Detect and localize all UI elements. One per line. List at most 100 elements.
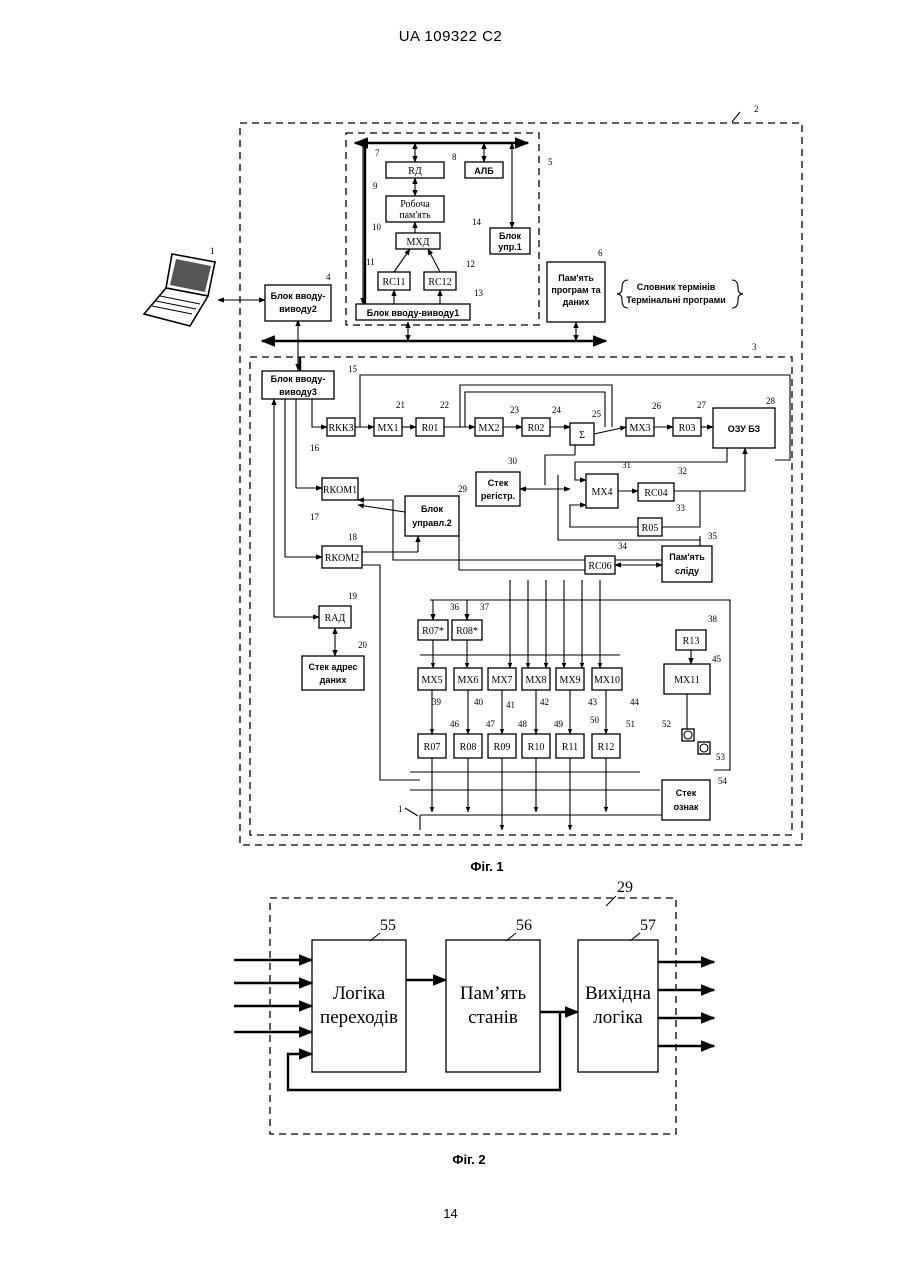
svg-text:55: 55 [380,917,396,934]
svg-text:Стек адрес: Стек адрес [308,662,357,672]
svg-text:14: 14 [472,217,482,227]
svg-text:R07*: R07* [422,626,444,637]
svg-text:13: 13 [474,288,484,298]
page-number: 14 [0,1206,901,1221]
svg-text:MX10: MX10 [594,675,620,686]
block-rd-label: RД [408,166,422,177]
svg-text:19: 19 [348,591,358,601]
svg-text:34: 34 [618,541,628,551]
svg-text:39: 39 [432,697,442,707]
svg-text:9: 9 [373,181,378,191]
svg-text:Блок: Блок [499,231,522,241]
svg-text:R01: R01 [422,423,439,434]
svg-text:MX4: MX4 [591,487,612,498]
svg-text:26: 26 [652,401,662,411]
svg-text:27: 27 [697,400,707,410]
svg-text:MX9: MX9 [559,675,580,686]
svg-text:даних: даних [320,675,347,685]
ref-1: 1 [210,246,215,256]
svg-text:25: 25 [592,409,602,419]
svg-text:Σ: Σ [579,430,585,441]
svg-text:переходів: переходів [320,1007,398,1028]
fig1-caption: Фіг. 1 [470,859,503,874]
svg-text:RККЗ: RККЗ [328,423,353,434]
svg-text:48: 48 [518,719,528,729]
svg-text:33: 33 [676,503,686,513]
svg-text:54: 54 [718,776,728,786]
svg-text:R07: R07 [424,742,441,753]
svg-text:MX8: MX8 [525,675,546,686]
svg-text:RC11: RC11 [383,277,406,288]
svg-text:RC06: RC06 [588,561,611,572]
svg-text:57: 57 [640,917,656,934]
fig2-caption: Фіг. 2 [452,1152,485,1167]
svg-text:R08*: R08* [456,626,478,637]
svg-text:Блок вводу-: Блок вводу- [271,291,326,301]
svg-text:RКОМ2: RКОМ2 [325,553,359,564]
svg-text:R05: R05 [642,523,659,534]
svg-text:12: 12 [466,259,475,269]
svg-text:4: 4 [326,272,331,282]
svg-text:MX3: MX3 [629,423,650,434]
svg-text:MX1: MX1 [377,423,398,434]
svg-text:MX5: MX5 [421,675,442,686]
svg-text:29: 29 [458,484,468,494]
svg-text:станів: станів [468,1007,518,1028]
svg-text:пам'ять: пам'ять [399,210,431,221]
svg-text:Вихідна: Вихідна [585,983,651,1004]
svg-text:44: 44 [630,697,640,707]
svg-text:MX7: MX7 [491,675,512,686]
svg-text:45: 45 [712,654,722,664]
svg-text:Пам'ять: Пам'ять [669,552,705,562]
svg-text:Блок вводу-: Блок вводу- [271,374,326,384]
svg-text:Стек: Стек [676,788,697,798]
svg-text:28: 28 [766,396,776,406]
svg-text:24: 24 [552,405,562,415]
svg-text:управл.2: управл.2 [412,518,452,528]
svg-text:MX11: MX11 [674,675,700,686]
svg-text:Пам’ять: Пам’ять [460,983,527,1004]
svg-text:30: 30 [508,456,518,466]
state-memory-block [446,940,540,1072]
svg-text:22: 22 [440,400,449,410]
svg-text:виводу2: виводу2 [279,304,317,314]
svg-text:Стек: Стек [488,478,509,488]
svg-text:R12: R12 [598,742,615,753]
svg-text:R09: R09 [494,742,511,753]
fig1-diagram: 1 RД 7 АЛБ 8 Робоча пам'ять 9 MXД 10 Бло… [144,104,802,845]
svg-text:10: 10 [372,222,382,232]
svg-text:сліду: сліду [675,566,699,576]
output-logic-block [578,940,658,1072]
svg-text:програм та: програм та [551,285,601,295]
svg-text:21: 21 [396,400,405,410]
svg-text:логіка: логіка [593,1007,643,1028]
svg-text:MX6: MX6 [457,675,478,686]
svg-text:35: 35 [708,531,718,541]
svg-text:Робоча: Робоча [400,199,430,210]
svg-text:32: 32 [678,466,687,476]
svg-text:53: 53 [716,752,726,762]
svg-text:37: 37 [480,602,490,612]
svg-text:1: 1 [398,804,403,814]
svg-text:R11: R11 [562,742,578,753]
svg-text:Словник термінів: Словник термінів [637,282,716,292]
svg-text:38: 38 [708,614,718,624]
svg-text:ОЗУ БЗ: ОЗУ БЗ [728,424,761,434]
svg-text:46: 46 [450,719,460,729]
svg-text:41: 41 [506,700,515,710]
svg-text:20: 20 [358,640,368,650]
svg-text:R10: R10 [528,742,545,753]
svg-text:R02: R02 [528,423,545,434]
block-alb-label: АЛБ [474,166,494,176]
laptop-icon [144,254,215,326]
svg-text:16: 16 [310,443,320,453]
svg-text:15: 15 [348,364,358,374]
svg-text:23: 23 [510,405,520,415]
fig2-ref-29: 29 [617,879,633,896]
svg-text:40: 40 [474,697,484,707]
fig2-diagram: 29 Логіка переходів 55 Пам’ять станів 56… [234,879,714,1134]
svg-text:6: 6 [598,248,603,258]
register-row: R07 R08 R09 R10 R11 R12 46 47 48 49 50 5… [418,690,635,758]
transition-logic-block [312,940,406,1072]
